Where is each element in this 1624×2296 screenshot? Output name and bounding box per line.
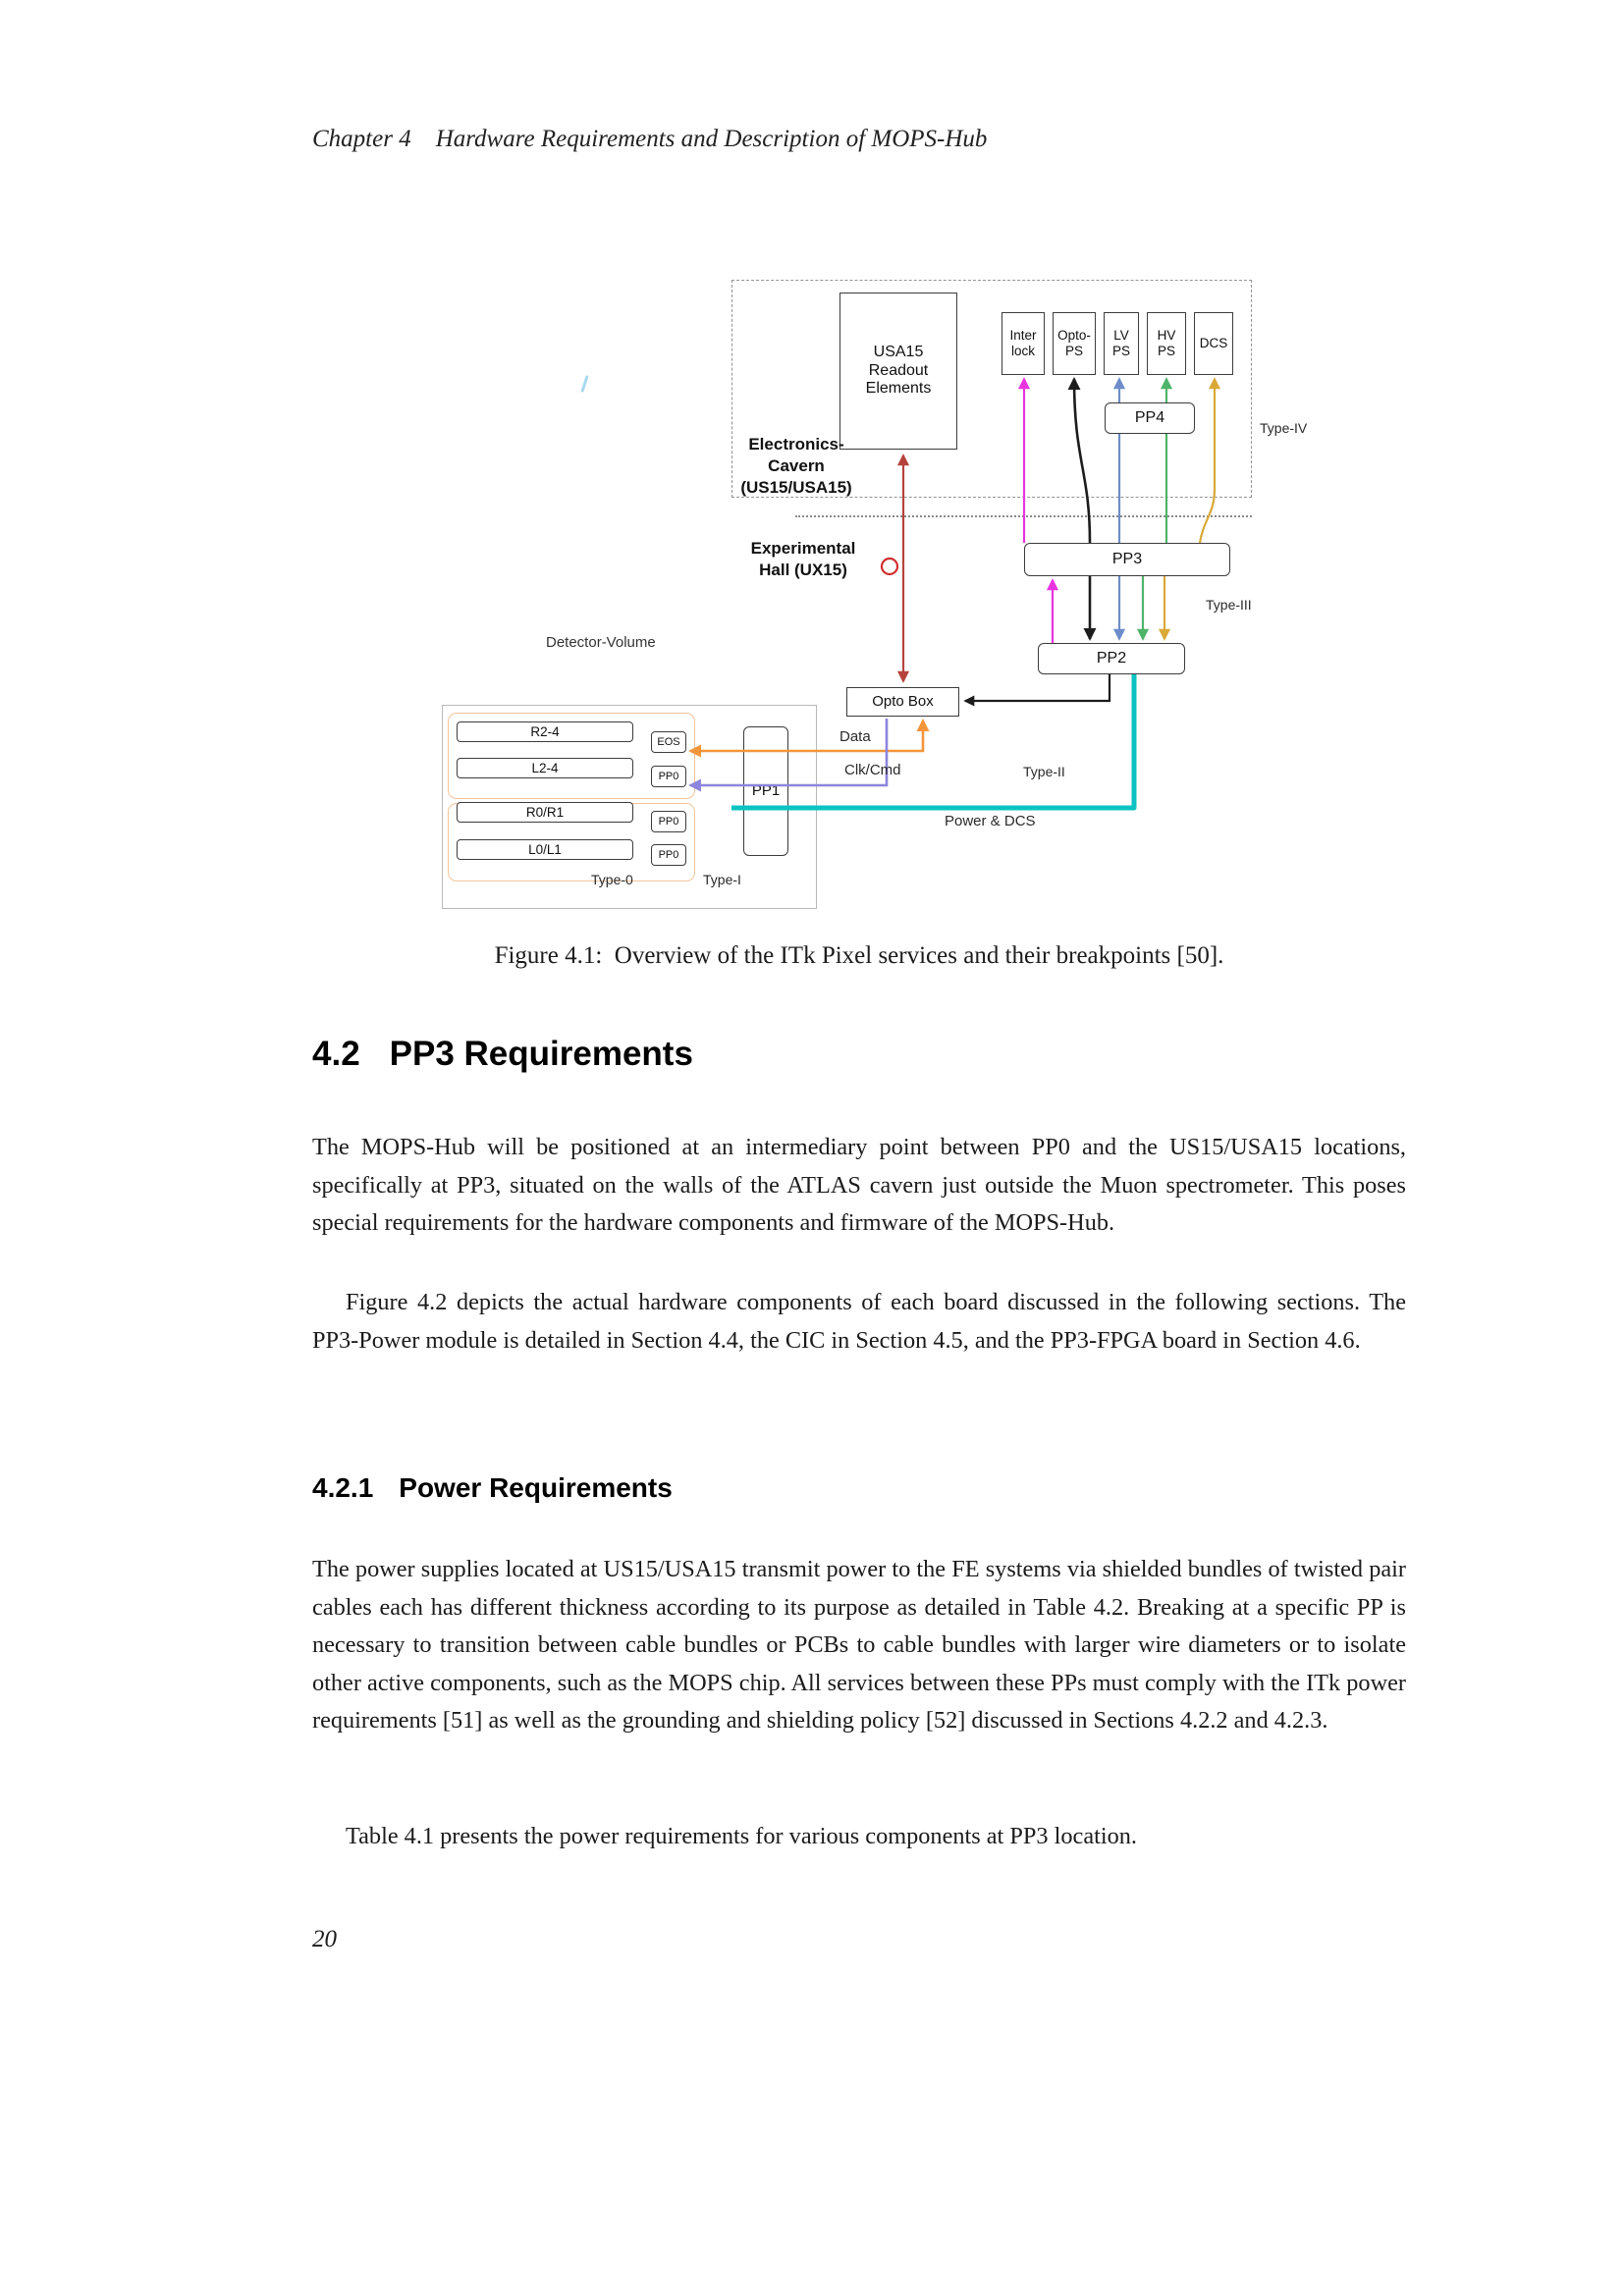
fibre-break-ring <box>880 557 899 576</box>
pp0-box-1: PP0 <box>651 766 686 787</box>
electronics-cavern-boundary-box <box>731 280 1252 498</box>
detector-volume-label: Detector-Volume <box>546 634 656 651</box>
section-number: 4.2 <box>312 1035 360 1073</box>
type-iv-label: Type-IV <box>1260 420 1308 436</box>
pp1-box: PP1 <box>743 726 788 856</box>
subsection-paragraph-2: Table 4.1 presents the power requirement… <box>346 1823 1137 1849</box>
lv-ps-box: LV PS <box>1104 312 1139 375</box>
pp3-box: PP3 <box>1024 543 1230 576</box>
layer-row-r0r1: R0/R1 <box>457 802 633 823</box>
clk-cmd-cable-label: Clk/Cmd <box>844 762 901 778</box>
cavern-hall-boundary-line <box>795 515 1252 517</box>
figure-4-1-diagram: USA15 Readout Elements Inter lock Opto- … <box>0 265 1624 933</box>
section-title: PP3 Requirements <box>389 1035 693 1073</box>
running-header: Chapter 4 Hardware Requirements and Desc… <box>312 126 988 152</box>
opto-ps-box: Opto- PS <box>1053 312 1096 375</box>
type-iii-label: Type-III <box>1206 597 1252 613</box>
dcs-box: DCS <box>1194 312 1233 375</box>
pp0-box-3: PP0 <box>651 844 686 866</box>
pp2-to-optobox-line <box>963 674 1111 707</box>
experimental-hall-label: Experimental Hall (UX15) <box>750 539 856 580</box>
power-dcs-cable-label: Power & DCS <box>945 813 1036 829</box>
subsection-paragraph-1: The power supplies located at US15/USA15… <box>312 1556 1406 1735</box>
opto-box: Opto Box <box>846 687 959 717</box>
section-heading: 4.2 PP3 Requirements <box>312 1035 693 1074</box>
page-number: 20 <box>312 1926 337 1952</box>
stray-annotation-mark <box>580 374 589 394</box>
electronics-cavern-label: Electronics- Cavern (US15/USA15) <box>740 435 852 498</box>
data-cable-label: Data <box>839 728 871 745</box>
pp4-box: PP4 <box>1105 402 1195 434</box>
layer-row-r24: R2-4 <box>457 721 633 742</box>
section-paragraph-1: The MOPS-Hub will be positioned at an in… <box>312 1134 1406 1237</box>
figure-caption: Figure 4.1: Overview of the ITk Pixel se… <box>494 942 1224 969</box>
usa15-readout-box: USA15 Readout Elements <box>839 293 957 450</box>
interlock-box: Inter lock <box>1001 312 1045 375</box>
subsection-number: 4.2.1 <box>312 1472 374 1503</box>
eos-box: EOS <box>651 731 686 753</box>
subsection-title: Power Requirements <box>399 1472 673 1503</box>
section-paragraph-2: Figure 4.2 depicts the actual hardware c… <box>312 1289 1406 1354</box>
type-i-label: Type-I <box>703 872 741 887</box>
subsection-heading: 4.2.1 Power Requirements <box>312 1472 673 1504</box>
layer-row-l0l1: L0/L1 <box>457 839 633 860</box>
pp0-box-2: PP0 <box>651 811 686 832</box>
pp2-box: PP2 <box>1038 643 1185 674</box>
type-0-label: Type-0 <box>591 872 633 887</box>
type-ii-label: Type-II <box>1023 764 1065 779</box>
layer-row-l24: L2-4 <box>457 758 633 778</box>
hv-ps-box: HV PS <box>1147 312 1186 375</box>
